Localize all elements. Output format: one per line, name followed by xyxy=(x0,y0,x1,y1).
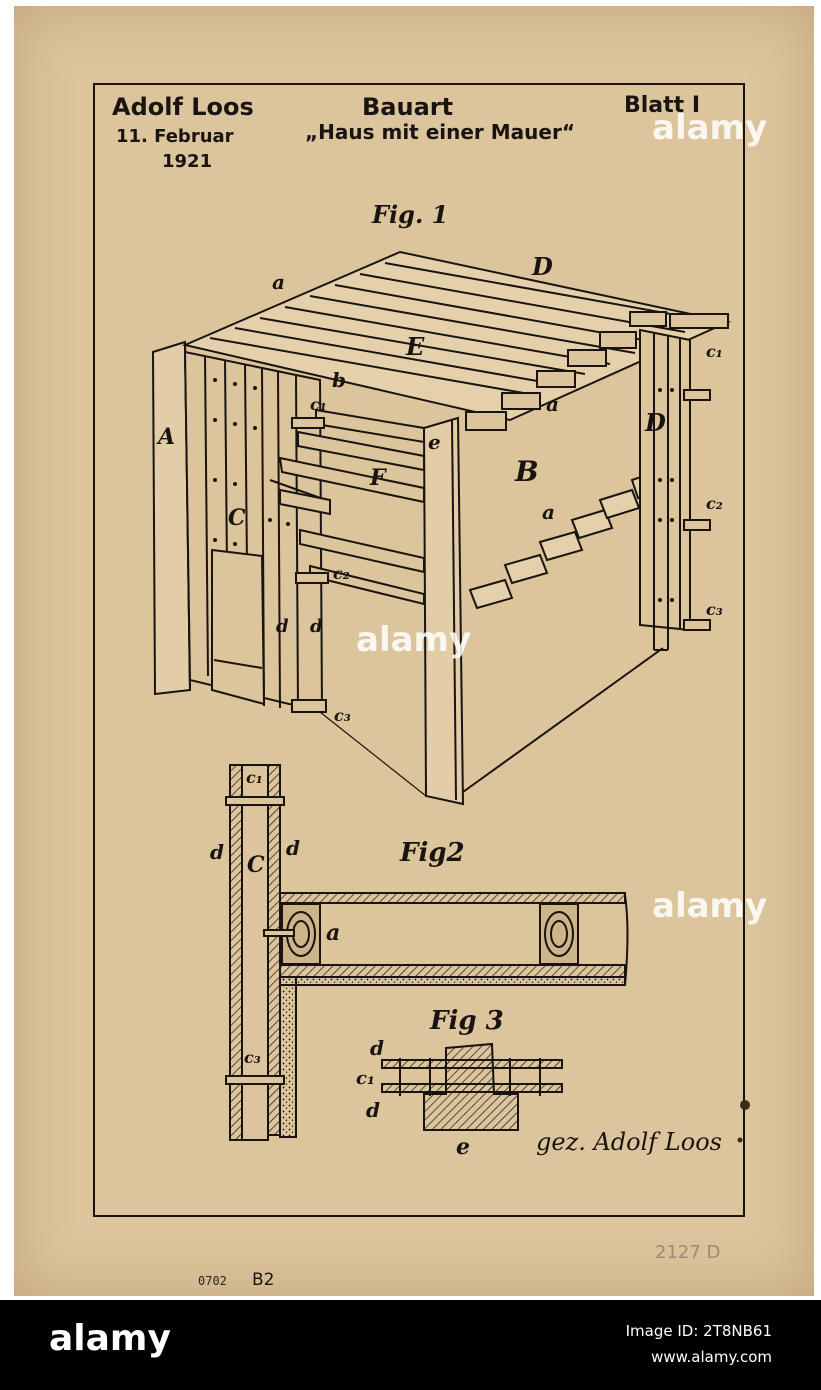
date-line: 11. Februar xyxy=(116,126,234,147)
fig3-section xyxy=(381,1042,563,1131)
fig1-label-a-right: a xyxy=(546,392,559,416)
fig1-label-F: F xyxy=(370,465,386,491)
fig1-label-d2: d xyxy=(310,616,323,637)
fig1-label-D-side: D xyxy=(645,408,666,437)
fig2-label-a: a xyxy=(326,920,341,946)
fig3-label-d-bottom: d xyxy=(366,1098,380,1122)
pencil-inventory-number: 2127 D xyxy=(655,1242,721,1263)
site-url: www.alamy.com xyxy=(651,1348,772,1366)
year: 1921 xyxy=(162,151,213,172)
fig1-label-a-top: a xyxy=(272,270,285,294)
paper-sheet xyxy=(14,6,814,1296)
fig2-label-c1: c₁ xyxy=(246,768,263,787)
fig3-label-d-top: d xyxy=(370,1036,384,1060)
fig1-label-B: B xyxy=(515,455,539,488)
fig2-label-d-right: d xyxy=(286,836,300,860)
fig1-isometric-frame xyxy=(151,250,732,806)
fig2-label-C: C xyxy=(247,852,265,878)
fig1-label-D-top: D xyxy=(532,252,553,281)
watermark-top-right: alamy xyxy=(652,108,768,148)
fig3-label-c1: c₁ xyxy=(356,1068,375,1089)
fig1-label-c2-left: c₂ xyxy=(333,564,350,583)
fig1-label-e: e xyxy=(428,430,441,454)
fig3-label-e: e xyxy=(456,1134,470,1160)
fig1-label-a-mid: a xyxy=(542,500,555,524)
sheet-label: Blatt I xyxy=(624,93,701,118)
fig1-label-c1-left: c₁ xyxy=(310,395,327,414)
fig1-label-c3-left: c₃ xyxy=(334,706,351,725)
fig1-label-A: A xyxy=(158,424,176,450)
fig1-label-c2-right: c₂ xyxy=(706,494,723,513)
fig1-caption: Fig. 1 xyxy=(372,200,449,229)
fig1-label-E: E xyxy=(406,332,425,361)
fig1-label-c3-right: c₃ xyxy=(706,600,723,619)
stock-footer-bar xyxy=(0,1300,821,1390)
archive-stamp-code: B2 xyxy=(252,1270,275,1290)
drawing-frame xyxy=(93,83,745,1217)
image-id: Image ID: 2T8NB61 xyxy=(625,1322,772,1340)
watermark-right: alamy xyxy=(652,886,768,926)
ink-blot xyxy=(737,1100,750,1143)
fig1-label-C: C xyxy=(228,505,246,531)
fig2-label-c3: c₃ xyxy=(244,1048,261,1067)
fig2-label-d-left: d xyxy=(210,840,224,864)
fig1-label-c1-right: c₁ xyxy=(706,342,723,361)
fig2-caption: Fig2 xyxy=(400,838,465,868)
alamy-logo: alamy xyxy=(49,1318,171,1359)
title-line-1: Bauart xyxy=(362,93,454,121)
title-line-2: „Haus mit einer Mauer“ xyxy=(305,120,575,144)
fig1-label-d1: d xyxy=(276,616,289,637)
archive-stamp: 0702 xyxy=(198,1274,227,1288)
signature: gez. Adolf Loos xyxy=(536,1128,722,1156)
fig3-caption: Fig 3 xyxy=(430,1006,504,1036)
fig1-label-b: b xyxy=(332,368,346,392)
fig2-section xyxy=(225,764,629,1141)
author-name: Adolf Loos xyxy=(112,93,254,121)
watermark-center: alamy xyxy=(356,620,472,660)
